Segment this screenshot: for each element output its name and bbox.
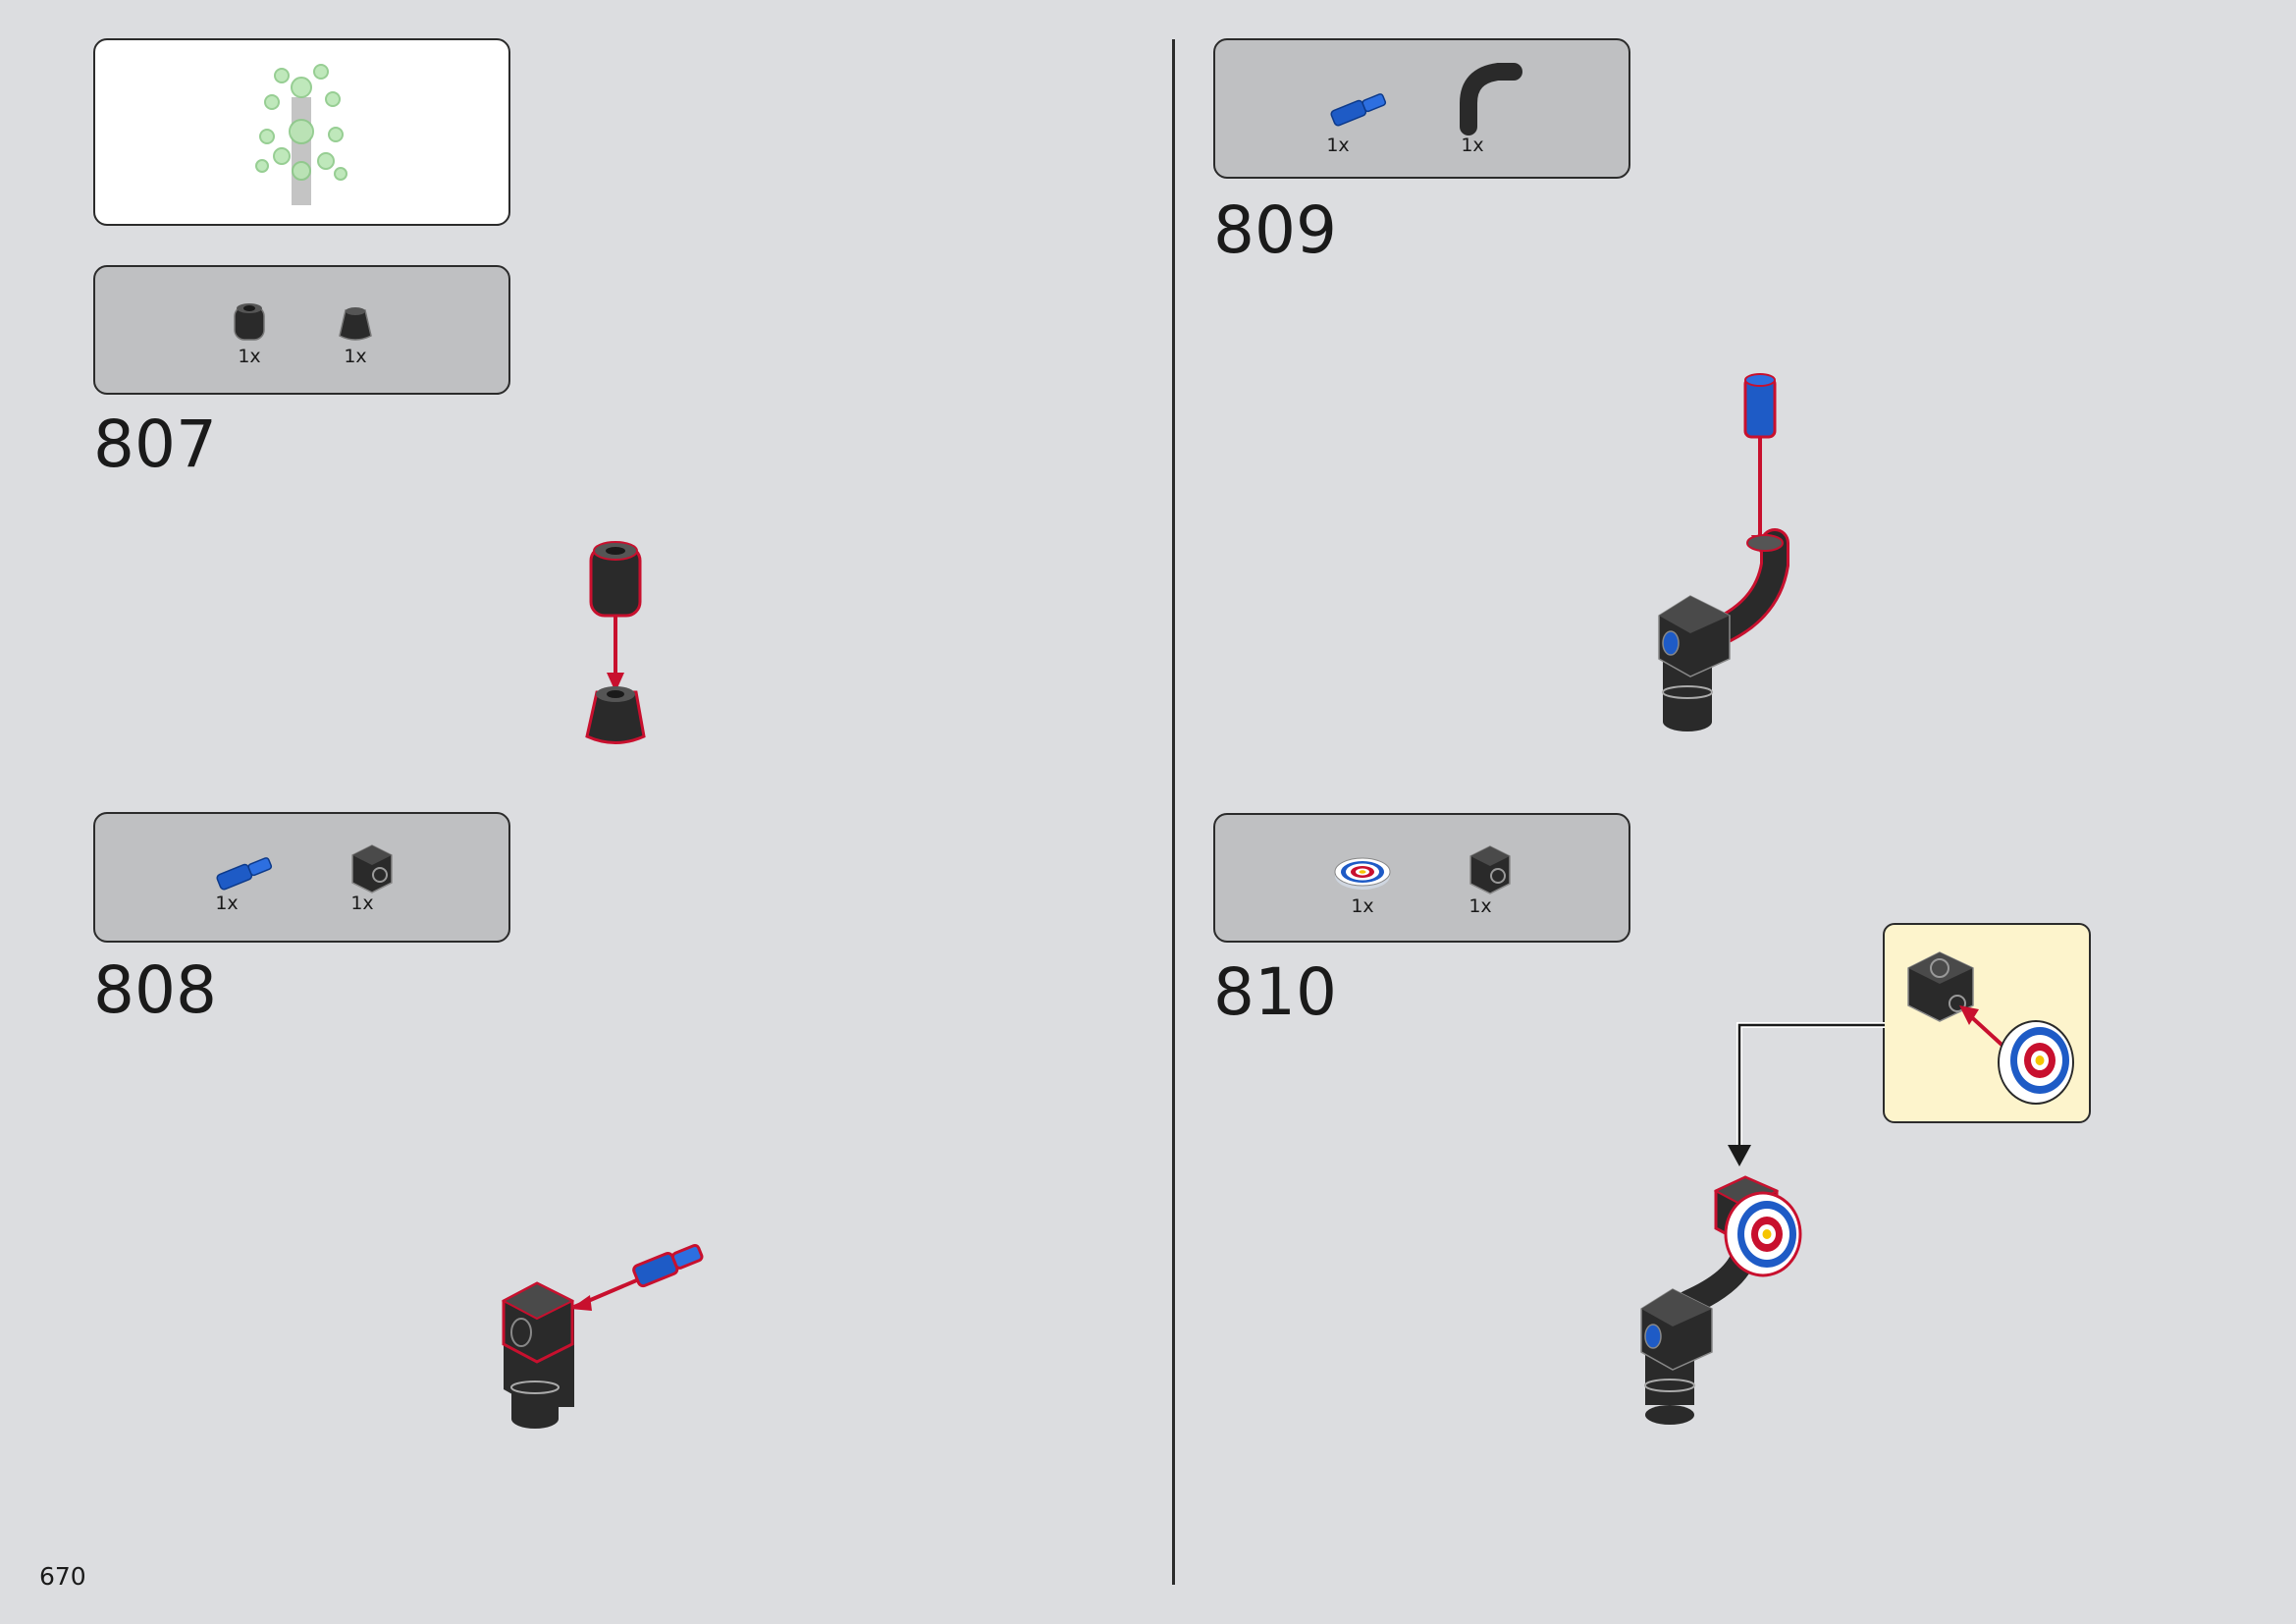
black-technic-brick-icon: [351, 844, 393, 893]
target-tile-icon: [1334, 857, 1391, 890]
blue-axle-pin-icon: [1330, 93, 1387, 127]
part-quantity: 1x: [238, 346, 261, 367]
step-number: 807: [93, 406, 217, 482]
part-quantity: 1x: [344, 346, 367, 367]
previous-build-preview: [93, 38, 510, 226]
part-quantity: 1x: [1468, 895, 1492, 917]
parts-list-810: 1x 1x: [1213, 813, 1630, 943]
step-810-assembly: [1640, 1175, 1802, 1425]
sub-assembly-callout: [1883, 923, 2091, 1123]
curved-tube-icon: [1460, 63, 1522, 135]
step-808-assembly: [501, 1243, 704, 1429]
part-quantity: 1x: [350, 893, 374, 914]
part-quantity: 1x: [1326, 135, 1350, 156]
black-technic-brick-icon: [1469, 845, 1511, 894]
page-number: 670: [39, 1562, 86, 1591]
callout-assembly: [1907, 951, 2074, 1105]
parts-list-807: 1x 1x: [93, 265, 510, 395]
cone-icon: [339, 307, 372, 341]
step-807-assembly: [585, 541, 646, 744]
part-quantity: 1x: [1461, 135, 1484, 156]
blue-axle-pin-icon: [216, 857, 273, 891]
step-number: 809: [1213, 192, 1337, 268]
part-quantity: 1x: [1351, 895, 1374, 917]
page-divider: [1172, 39, 1175, 1585]
plant-leaves-icon: [255, 64, 347, 205]
part-quantity: 1x: [215, 893, 239, 914]
parts-list-809: 1x 1x: [1213, 38, 1630, 179]
callout-connector: [1728, 1022, 1885, 1166]
step-number: 810: [1213, 954, 1337, 1030]
round-brick-icon: [234, 303, 265, 341]
step-number: 808: [93, 952, 217, 1028]
parts-list-808: 1x 1x: [93, 812, 510, 943]
step-809-assembly: [1658, 373, 1789, 731]
